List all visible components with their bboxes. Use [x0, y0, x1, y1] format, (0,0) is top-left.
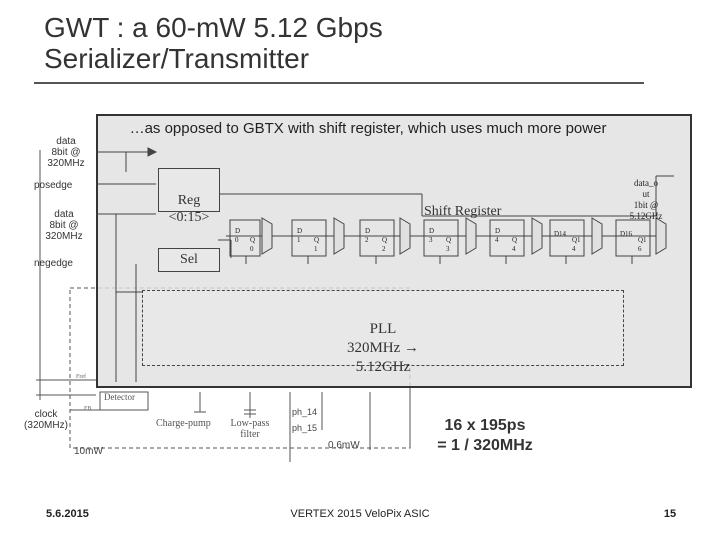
slide-title-line2: Serializer/Transmitter	[44, 43, 310, 74]
posedge-label: posedge	[34, 180, 73, 191]
negedge-label: negedge	[34, 258, 73, 269]
ff0-d-label: D 0	[235, 227, 241, 244]
title-underline	[34, 82, 644, 84]
fref-label: Fref	[76, 374, 86, 380]
shift-register-label: Shift Register	[424, 204, 502, 219]
slide-title: GWT : a 60-mW 5.12 Gbps Serializer/Trans…	[44, 12, 383, 74]
detector-label: Detector	[104, 392, 135, 402]
ff1-d-label: D 1	[297, 227, 303, 244]
slide-title-line1: GWT : a 60-mW 5.12 Gbps	[44, 12, 383, 43]
ph15-label: ph_15	[292, 423, 318, 433]
charge-pump-label: Charge-pump	[156, 418, 211, 429]
serializer-power-label: 0.6mW	[328, 440, 360, 451]
ff3-d-label: D 3	[429, 227, 435, 244]
sel-label: Sel	[180, 252, 198, 267]
ff2-d-label: D 2	[365, 227, 371, 244]
data-mid-label: data 8bit @ 320MHz	[45, 209, 83, 242]
reg-block: Reg <0:15>	[158, 168, 220, 225]
footer-date: 5.6.2015	[46, 508, 89, 520]
pll-power-label: 10mW	[74, 446, 103, 457]
ff14-d-label: D14	[554, 230, 567, 238]
footer-page-number: 15	[663, 508, 677, 520]
ff4-q-label: Q 4	[512, 236, 518, 253]
ff1-q-label: Q 1	[314, 236, 320, 253]
ff3-q-label: Q 3	[446, 236, 452, 253]
ph14-label: ph_14	[292, 407, 318, 417]
reg-label: Reg <0:15>	[168, 193, 210, 225]
ff2-q-label: Q 2	[382, 236, 388, 253]
ff14-q-label: Q1 4	[572, 236, 581, 253]
ff16-d-label: D16	[620, 230, 633, 238]
pll-block: PLL 320MHz → 5.12GHz	[142, 290, 624, 375]
sel-block: Sel	[158, 248, 220, 272]
overlay-caption: …as opposed to GBTX with shift register,…	[129, 120, 607, 137]
overlay-panel: …as opposed to GBTX with shift register,…	[96, 114, 692, 388]
fb-label: FB	[84, 406, 92, 412]
pll-label: PLL 320MHz → 5.12GHz	[346, 321, 420, 375]
clock-label: clock (320MHz)	[24, 409, 68, 431]
ff16-q-label: Q1 6	[638, 236, 647, 253]
data-top-label: data 8bit @ 320MHz	[47, 136, 85, 169]
data-out-label: data_o ut 1bit @ 5.12GHz	[629, 178, 663, 221]
ff0-q-label: Q 0	[250, 236, 256, 253]
low-pass-filter-label: Low-pass filter	[230, 418, 270, 440]
timing-note: 16 x 195ps = 1 / 320MHz	[437, 417, 533, 454]
ff4-d-label: D 4	[495, 227, 501, 244]
footer-center: VERTEX 2015 VeloPix ASIC	[290, 508, 430, 520]
